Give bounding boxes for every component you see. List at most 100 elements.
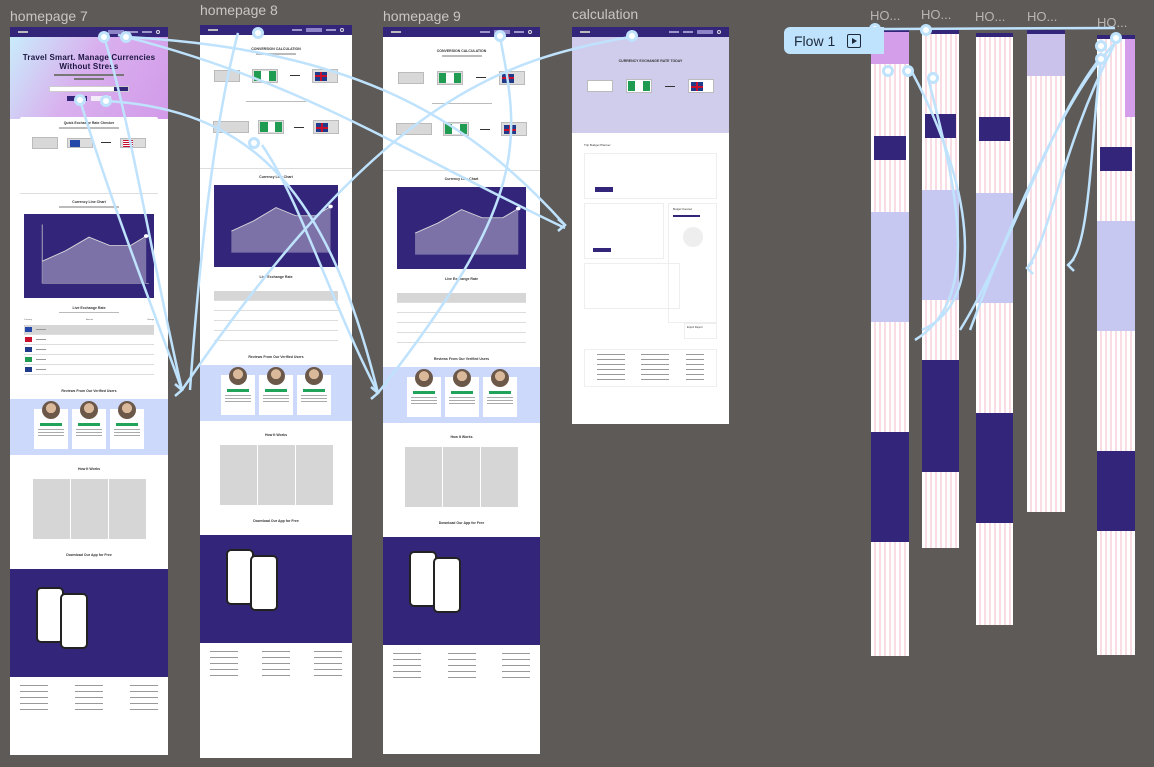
connection-node[interactable] [902, 65, 914, 77]
how-title: How It Works [264, 433, 288, 437]
connection-node[interactable] [248, 137, 260, 149]
rate-today-section: CURRENCY EXCHANGE RATE TODAY [572, 37, 729, 133]
frame-label-homepage-7[interactable]: homepage 7 [10, 8, 88, 24]
frame-label-ho-2[interactable]: HO... [921, 7, 952, 22]
frame-label-ho-4[interactable]: HO... [1027, 9, 1058, 24]
footer [584, 349, 717, 387]
connection-node[interactable] [100, 95, 112, 107]
hero-title: Travel Smart. Manage Currencies Without … [22, 53, 156, 71]
search-input[interactable] [49, 86, 129, 92]
from-currency-select[interactable] [252, 68, 278, 83]
reviews-title: Reviews From Our Verified Users [61, 389, 117, 393]
frame-label-calculation[interactable]: calculation [572, 6, 639, 22]
connection-node[interactable] [1095, 40, 1107, 52]
reviews-title: Reviews From Our Verified Users [433, 357, 490, 361]
budget-planner-title: Trip Budget Planner [584, 143, 611, 147]
download-section [10, 569, 168, 677]
frame-label-ho-3[interactable]: HO... [975, 9, 1006, 24]
search-button[interactable] [114, 87, 128, 91]
globe-icon [717, 30, 721, 34]
line-chart-title: Currency Line Chart [72, 200, 106, 204]
currency-line-chart [24, 213, 154, 298]
download-title: Download Our App for Free [438, 521, 485, 525]
conversion-title: CONVERSION CALCULATION [251, 47, 301, 51]
live-rate-title: Live Exchange Rate [259, 275, 293, 279]
globe-icon [340, 28, 344, 32]
hero-section: Travel Smart. Manage Currencies Without … [10, 37, 168, 119]
connection-node[interactable] [626, 30, 638, 42]
table-row[interactable] [24, 335, 154, 345]
save-trip-button[interactable] [595, 187, 613, 192]
navbar [10, 27, 168, 37]
avatar [80, 401, 98, 419]
footer [10, 677, 168, 723]
connection-node[interactable] [494, 30, 506, 42]
live-rate-title: Live Exchange Rate [444, 277, 479, 281]
table-row[interactable] [24, 325, 154, 335]
connection-node[interactable] [98, 31, 110, 43]
frame-ho-3[interactable] [976, 33, 1013, 625]
amount-input[interactable] [586, 80, 613, 92]
to-currency-select[interactable] [119, 137, 146, 148]
frame-calculation[interactable]: CURRENCY EXCHANGE RATE TODAY Trip Budget… [572, 27, 729, 424]
currency-line-chart [214, 185, 338, 267]
frame-homepage-9[interactable]: CONVERSION CALCULATION Currency Line Cha… [383, 27, 540, 754]
play-icon[interactable] [847, 33, 862, 48]
connection-node[interactable] [120, 31, 132, 43]
connection-node[interactable] [882, 65, 894, 77]
currency-line-chart [397, 187, 526, 269]
frame-ho-5[interactable] [1097, 35, 1135, 655]
export-report-title: Export Report [687, 326, 703, 329]
table-row[interactable] [24, 355, 154, 365]
frame-ho-4[interactable] [1027, 30, 1065, 512]
from-currency-select[interactable] [66, 137, 93, 148]
flow-label: Flow 1 [794, 32, 836, 49]
budget-overview-title: Budget Overview [673, 208, 693, 211]
live-rate-title: Live Exchange Rate [72, 305, 106, 310]
frame-ho-1[interactable] [871, 28, 909, 656]
how-title: How It Works [450, 435, 473, 439]
avatar [42, 401, 60, 419]
frame-ho-2[interactable] [922, 30, 959, 548]
frame-label-ho-1[interactable]: HO... [870, 8, 901, 23]
conversion-title: CONVERSION CALCULATION [436, 49, 487, 53]
col-amount: Amount [86, 319, 93, 321]
line-chart-title: Currency Line Chart [259, 175, 293, 179]
live-rate-table: Currency Amount Change [24, 319, 154, 375]
connection-node[interactable] [1110, 32, 1122, 44]
quick-checker-card: Quick Exchange Rate Checker [20, 117, 158, 189]
line-chart-title: Currency Line Chart [444, 177, 479, 181]
flow-starting-point[interactable]: Flow 1 [784, 27, 884, 54]
col-currency: Currency [24, 319, 33, 321]
frame-label-homepage-8[interactable]: homepage 8 [200, 2, 278, 18]
avatar [118, 401, 136, 419]
connection-node[interactable] [252, 27, 264, 39]
connection-node[interactable] [920, 24, 932, 36]
globe-icon [156, 30, 160, 34]
table-row[interactable] [24, 345, 154, 355]
add-expense-button[interactable] [593, 248, 611, 252]
table-row[interactable] [24, 365, 154, 375]
reviews-section [10, 399, 168, 455]
frame-homepage-7[interactable]: Travel Smart. Manage Currencies Without … [10, 27, 168, 755]
frame-label-homepage-9[interactable]: homepage 9 [383, 8, 461, 24]
frame-homepage-8[interactable]: CONVERSION CALCULATION Currency Line Cha… [200, 25, 352, 758]
amount-input[interactable] [214, 69, 240, 82]
how-title: How It Works [77, 467, 101, 471]
reviews-title: Reviews From Our Verified Users [248, 355, 304, 359]
download-title: Download Our App for Free [253, 519, 299, 523]
to-currency-select[interactable] [312, 68, 338, 83]
connection-node[interactable] [927, 72, 939, 84]
quick-checker-title: Quick Exchange Rate Checker [63, 121, 115, 125]
from-currency-select[interactable] [625, 79, 652, 93]
globe-icon [528, 30, 532, 34]
connection-node[interactable] [74, 94, 86, 106]
to-currency-select[interactable] [688, 79, 715, 93]
frame-label-ho-5[interactable]: HO... [1097, 15, 1128, 30]
connection-node[interactable] [1095, 53, 1107, 65]
how-it-works [10, 479, 168, 539]
col-change: Change [146, 319, 154, 321]
download-title: Download Our App for Free [66, 553, 112, 557]
amount-input[interactable] [32, 136, 59, 149]
